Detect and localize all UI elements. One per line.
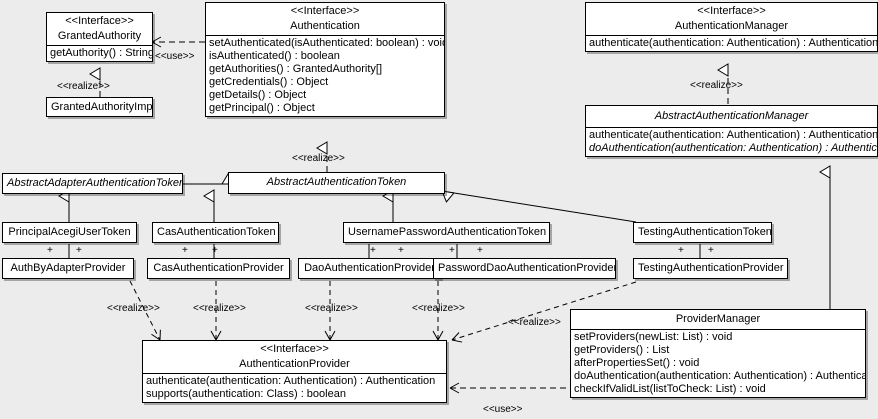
stereotype-label: <<Interface>>	[65, 15, 134, 27]
relationship-label-realize-dao-provider: <<realize>>	[305, 303, 358, 314]
class-name-label: AbstractAuthenticationManager	[654, 110, 809, 122]
class-cas-authentication-provider[interactable]: CasAuthenticationProvider	[147, 258, 290, 279]
class-granted-authority[interactable]: <<Interface>> GrantedAuthority getAuthor…	[46, 12, 153, 62]
class-cas-authentication-token[interactable]: CasAuthenticationToken	[152, 222, 279, 243]
stereotype-label: <<Interface>>	[260, 343, 329, 355]
class-header: AbstractAuthenticationManager	[586, 106, 877, 127]
class-header: ProviderManager	[571, 310, 865, 329]
class-authentication-manager[interactable]: <<Interface>> AuthenticationManager auth…	[585, 2, 878, 52]
operation-row: getPrincipal() : Object	[209, 102, 315, 114]
stereotype-label: <<Interface>>	[697, 5, 766, 17]
class-dao-authentication-provider[interactable]: DaoAuthenticationProvider	[298, 258, 441, 279]
relationship-label-realize-cas-provider: <<realize>>	[193, 303, 246, 314]
relationship-label-realize-auth-by-adapter: <<realize>>	[107, 303, 160, 314]
operation-row: setAuthenticated(isAuthenticated: boolea…	[209, 37, 444, 49]
relationship-label-use-provider-manager: <<use>>	[483, 404, 523, 415]
operation-row: authenticate(authentication: Authenticat…	[589, 37, 877, 49]
relationship-label-realize-abstract-authentication-token: <<realize>>	[292, 153, 345, 164]
class-name-label: AbstractAdapterAuthenticationToken	[7, 177, 183, 189]
multiplicity-marker: +	[708, 245, 714, 256]
class-header: <<Interface>> GrantedAuthority	[47, 13, 152, 45]
operation-row: getAuthority() : String	[50, 47, 152, 59]
class-granted-authority-impl[interactable]: GrantedAuthorityImpl	[46, 97, 153, 117]
multiplicity-marker: +	[47, 245, 53, 256]
multiplicity-marker: +	[370, 245, 376, 256]
class-authentication[interactable]: <<Interface>> Authentication setAuthenti…	[205, 2, 445, 117]
operation-row: getCredentials() : Object	[209, 76, 329, 88]
class-name-label: TestingAuthenticationToken	[638, 226, 772, 238]
operation-row: authenticate(authentication: Authenticat…	[589, 129, 877, 141]
operations-compartment: authenticate(authentication: Authenticat…	[143, 373, 446, 402]
class-header: <<Interface>> AuthenticationManager	[586, 3, 877, 35]
relationship-label-realize-abstract-authentication-manager: <<realize>>	[690, 80, 743, 91]
operation-row: getProviders() : List	[574, 344, 670, 356]
operation-row: getAuthorities() : GrantedAuthority[]	[209, 63, 383, 75]
class-principal-acegi-user-token[interactable]: PrincipalAcegiUserToken	[2, 222, 137, 243]
class-name-label: CasAuthenticationProvider	[153, 262, 284, 274]
edge-generalization-testingtoken	[441, 190, 637, 223]
multiplicity-marker: +	[678, 245, 684, 256]
class-name-label: AuthenticationManager	[674, 20, 789, 32]
operations-compartment: authenticate(authentication: Authenticat…	[586, 127, 877, 156]
class-name-label: UsernamePasswordAuthenticationToken	[348, 226, 547, 238]
class-abstract-authentication-token[interactable]: AbstractAuthenticationToken	[228, 172, 445, 194]
relationship-label-realize-granted-authority-impl: <<realize>>	[57, 81, 110, 92]
operations-compartment: setProviders(newList: List) : void getPr…	[571, 329, 865, 397]
operation-row: doAuthentication(authentication: Authent…	[589, 142, 877, 154]
multiplicity-marker: +	[182, 245, 188, 256]
class-name-label: Authentication	[290, 20, 360, 32]
operations-compartment: authenticate(authentication: Authenticat…	[586, 35, 877, 51]
class-header: <<Interface>> Authentication	[206, 3, 444, 35]
class-testing-authentication-token[interactable]: TestingAuthenticationToken	[633, 222, 772, 243]
operation-row: doAuthentication(authentication: Authent…	[574, 370, 865, 382]
class-name-label: AbstractAuthenticationToken	[266, 176, 407, 188]
class-name-label: PrincipalAcegiUserToken	[8, 226, 131, 238]
multiplicity-marker: +	[76, 245, 82, 256]
class-auth-by-adapter-provider[interactable]: AuthByAdapterProvider	[2, 258, 134, 279]
class-name-label: TestingAuthenticationProvider	[638, 262, 784, 274]
operation-row: authenticate(authentication: Authenticat…	[146, 375, 436, 387]
class-provider-manager[interactable]: ProviderManager setProviders(newList: Li…	[570, 309, 866, 398]
multiplicity-marker: +	[449, 245, 455, 256]
multiplicity-marker: +	[477, 245, 483, 256]
multiplicity-marker: +	[398, 245, 404, 256]
stereotype-label: <<Interface>>	[290, 5, 360, 17]
operation-row: supports(authentication: Class) : boolea…	[146, 388, 346, 400]
operations-compartment: getAuthority() : String	[47, 45, 152, 61]
class-authentication-provider[interactable]: <<Interface>> AuthenticationProvider aut…	[142, 340, 447, 403]
relationship-label-realize-password-dao-provider: <<realize>>	[412, 303, 465, 314]
class-name-label: ProviderManager	[675, 313, 761, 325]
operation-row: getDetails() : Object	[209, 89, 307, 101]
class-password-dao-authentication-provider[interactable]: PasswordDaoAuthenticationProvider	[433, 258, 616, 279]
operation-row: setProviders(newList: List) : void	[574, 331, 733, 343]
operations-compartment: setAuthenticated(isAuthenticated: boolea…	[206, 35, 444, 116]
class-username-password-authentication-token[interactable]: UsernamePasswordAuthenticationToken	[343, 222, 550, 243]
class-testing-authentication-provider[interactable]: TestingAuthenticationProvider	[633, 258, 788, 279]
class-abstract-authentication-manager[interactable]: AbstractAuthenticationManager authentica…	[585, 105, 878, 157]
relationship-label-realize-testing-provider: <<realize>>	[508, 317, 561, 328]
class-header: <<Interface>> AuthenticationProvider	[143, 341, 446, 373]
operation-row: checkIfValidList(listToCheck: List) : vo…	[574, 383, 766, 395]
class-name-label: GrantedAuthorityImpl	[51, 101, 153, 113]
relationship-label-use-granted-authority: <<use>>	[155, 51, 195, 62]
class-abstract-adapter-authentication-token[interactable]: AbstractAdapterAuthenticationToken	[2, 173, 183, 194]
multiplicity-marker: +	[212, 245, 218, 256]
class-name-label: AuthByAdapterProvider	[10, 262, 126, 274]
class-name-label: PasswordDaoAuthenticationProvider	[438, 262, 616, 274]
class-name-label: DaoAuthenticationProvider	[304, 262, 435, 274]
class-name-label: GrantedAuthority	[57, 30, 142, 42]
class-name-label: CasAuthenticationToken	[157, 226, 276, 238]
operation-row: isAuthenticated() : boolean	[209, 50, 340, 62]
operation-row: afterPropertiesSet() : void	[574, 357, 700, 369]
class-name-label: AuthenticationProvider	[239, 358, 350, 370]
